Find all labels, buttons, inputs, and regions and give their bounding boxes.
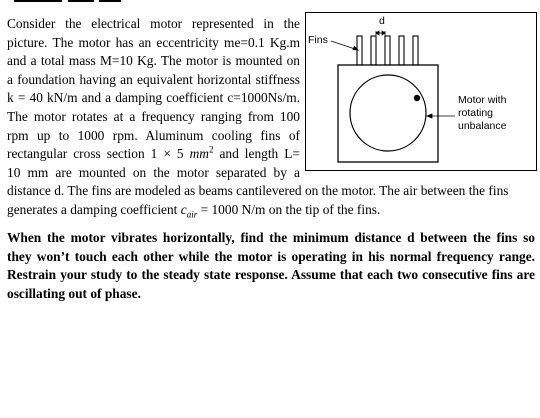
dimension-d — [375, 30, 386, 39]
problem-line: rpm up to 1000 rpm. Aluminum cooling fin… — [7, 127, 300, 143]
damping-text: generates a damping coefficient — [7, 201, 181, 217]
task-line: When the motor vibrates horizontally, fi… — [7, 230, 535, 245]
c-subscript: air — [187, 209, 198, 219]
problem-statement-continued: distance d. The fins are modeled as beam… — [7, 182, 535, 219]
cooling-fins — [356, 35, 419, 66]
task-line: they won’t touch each other while the mo… — [7, 248, 535, 264]
fins-leader — [330, 40, 360, 51]
problem-line: k = 40 kN/m and a damping coefficient c=… — [7, 90, 300, 106]
motor-body — [337, 64, 439, 163]
task-line: Restrain your study to the steady state … — [7, 267, 535, 283]
figure-border — [305, 12, 537, 171]
fin — [384, 35, 391, 66]
problem-line: Consider the electrical motor represente… — [7, 16, 300, 31]
motor-figure: d Fins Motor with rotating unbalance — [305, 12, 537, 171]
unit-mm: mm — [189, 146, 209, 162]
problem-line: a foundation having an equivalent horizo… — [7, 71, 300, 87]
c-symbol: c — [180, 201, 187, 217]
motor-diagram — [305, 12, 537, 171]
fin — [398, 35, 405, 66]
unbalance-mass — [413, 94, 421, 102]
fin — [356, 35, 363, 66]
fin — [412, 35, 419, 66]
top-cropped-text-fragment — [0, 0, 540, 4]
motor-leader — [425, 113, 455, 119]
problem-statement-left: Consider the electrical motor represente… — [7, 15, 300, 182]
label-motor: Motor with rotating unbalance — [458, 94, 506, 133]
motor-rotor — [349, 74, 427, 152]
label-motor-line: unbalance — [458, 120, 507, 132]
problem-line: and a total mass M=10 Kg. The motor is m… — [7, 53, 300, 69]
problem-line: The motor rotates at a frequency ranging… — [7, 108, 300, 124]
label-fins: Fins — [308, 34, 328, 46]
cross-section-text: rectangular cross section 1 × 5 — [7, 146, 190, 162]
task-line: oscillating out of phase. — [7, 285, 141, 301]
air-subscript: air — [186, 209, 198, 220]
problem-line: 10 mm are mounted on the motor separated… — [7, 164, 300, 180]
unit-exponent: 2 — [208, 144, 214, 155]
length-text: and length L= — [213, 146, 300, 162]
label-motor-line: Motor with — [458, 94, 507, 106]
fin — [370, 35, 377, 66]
problem-line: picture. The motor has an eccentricity m… — [7, 34, 300, 50]
damping-value: = 1000 N/m on the tip of the fins. — [197, 201, 381, 217]
problem-line-cross-section: rectangular cross section 1 × 5 mm2 and … — [7, 145, 300, 164]
label-d: d — [379, 15, 385, 27]
task-statement: When the motor vibrates horizontally, fi… — [7, 229, 535, 303]
problem-line: distance d. The fins are modeled as beam… — [7, 183, 509, 198]
problem-line-damping: generates a damping coefficient cair = 1… — [7, 201, 535, 220]
label-motor-line: rotating — [458, 107, 494, 119]
